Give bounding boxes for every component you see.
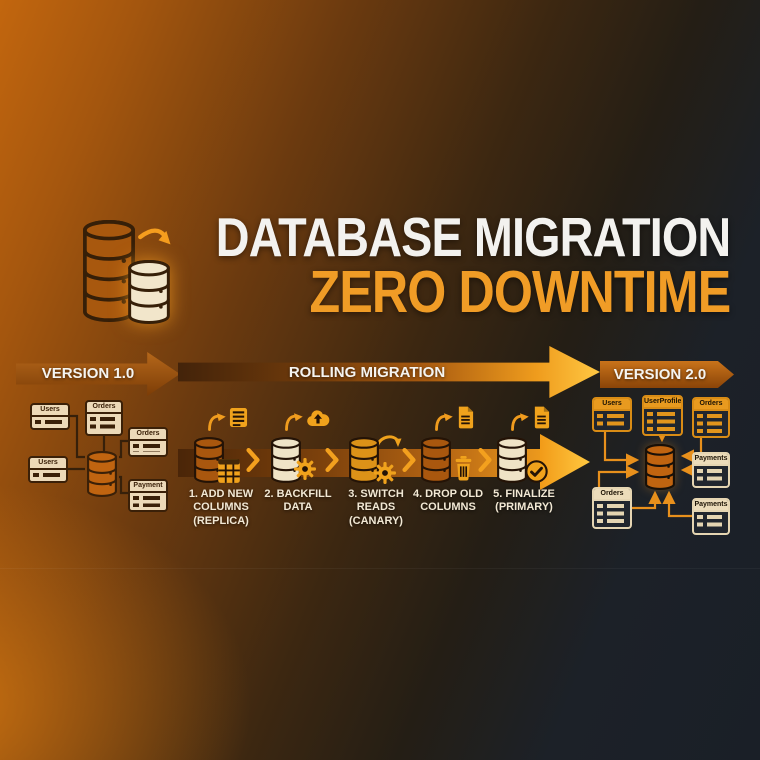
banner-rolling-migration-label: ROLLING MIGRATION (288, 364, 446, 381)
step-label-line: 3. SWITCH (348, 488, 404, 500)
step-label-line: COLUMNS (420, 501, 476, 514)
banner-rolling-migration: ROLLING MIGRATION (178, 346, 600, 398)
table-card-users-v2: Users (592, 397, 632, 432)
curved-arrow-icon (207, 412, 227, 432)
table-icon (229, 406, 248, 429)
table-rows-graphic (697, 513, 725, 531)
table-rows-graphic (133, 442, 163, 453)
table-rows-graphic (697, 467, 725, 484)
database-icon (420, 436, 452, 484)
banner-version-2: VERSION 2.0 (600, 361, 734, 388)
table-card-payment-v1: Payment (128, 479, 168, 512)
page-title: DATABASE MIGRATION ZERO DOWNTIME (125, 206, 731, 325)
step-2-label: 2. BACKFILL DATA (248, 488, 348, 515)
grid-table-icon (217, 458, 241, 484)
table-rows-graphic (90, 415, 118, 432)
step-label-line: (PRIMARY) (495, 501, 553, 514)
gear-icon (293, 456, 317, 482)
step-label-line: DATA (283, 501, 313, 514)
curved-arrow-icon (284, 412, 304, 432)
check-circle-icon (525, 460, 548, 483)
migration-step-1: 1. ADD NEW COLUMNS (REPLICA) (185, 400, 257, 540)
step-label-line: 5. FINALIZE (493, 488, 555, 500)
table-card-payments-v2: Payments (692, 452, 730, 488)
table-name: Orders (130, 429, 166, 441)
table-name: Users (594, 399, 630, 411)
v1-database-icon (85, 451, 119, 497)
step-4-label: 4. DROP OLD COLUMNS (398, 488, 498, 515)
step-label-line: (CANARY) (349, 514, 403, 527)
table-name: Payment (130, 481, 166, 493)
table-rows-graphic (647, 410, 678, 432)
step-label-line: (REPLICA) (193, 514, 249, 527)
table-card-payments2-v2: Payments (692, 498, 730, 535)
table-name: Users (30, 458, 66, 470)
table-card-userprofiles-v2: UserProfiles (642, 395, 683, 436)
table-card-orders-v1: Orders (85, 400, 123, 436)
document-icon (456, 406, 475, 429)
document-icon (532, 406, 551, 429)
step-1-label: 1. ADD NEW COLUMNS (REPLICA) (171, 488, 271, 528)
table-name: Payments (694, 454, 728, 466)
table-name: Orders (87, 402, 121, 414)
left-schema-connectors (68, 414, 128, 495)
title-line-1: DATABASE MIGRATION (215, 206, 730, 268)
table-card-orders2-v2: Orders (592, 487, 632, 529)
table-rows-graphic (597, 412, 627, 428)
table-name: Users (32, 405, 68, 417)
curved-arrow-icon (434, 412, 454, 432)
step-label-line: 2. BACKFILL (264, 488, 332, 500)
banner-version-2-label: VERSION 2.0 (613, 366, 707, 383)
table-card-orders-v2: Orders (692, 397, 730, 438)
table-rows-graphic (35, 418, 65, 426)
step-label-line: READS (356, 501, 396, 514)
table-rows-graphic (597, 502, 627, 525)
table-name: Payments (694, 500, 728, 512)
step-label-line: 4. DROP OLD (412, 488, 484, 500)
table-rows-graphic (33, 471, 63, 479)
table-card-orders2-v1: Orders (128, 427, 168, 457)
trash-icon (453, 456, 474, 481)
migration-step-2: 2. BACKFILL DATA (262, 400, 334, 540)
v2-database-icon (642, 444, 678, 490)
migration-step-4: 4. DROP OLD COLUMNS (412, 400, 484, 540)
curved-arrow-icon (510, 412, 530, 432)
gear-icon (373, 460, 397, 486)
migration-step-5: 5. FINALIZE (PRIMARY) (488, 400, 560, 540)
table-name: Orders (694, 399, 728, 411)
step-label-line: 1. ADD NEW (188, 488, 254, 500)
step-label-line: COLUMNS (193, 501, 249, 514)
database-icon (496, 436, 528, 484)
step-5-label: 5. FINALIZE (PRIMARY) (474, 488, 574, 515)
table-name: Orders (594, 489, 630, 501)
table-name: UserProfiles (644, 397, 681, 409)
title-line-2: ZERO DOWNTIME (309, 258, 731, 325)
image-edge-seam (0, 568, 760, 569)
table-rows-graphic (133, 494, 163, 508)
step-3-label: 3. SWITCH READS (CANARY) (326, 488, 426, 528)
table-card-users-v1: Users (30, 403, 70, 430)
cloud-upload-icon (306, 408, 330, 428)
migration-step-3: 3. SWITCH READS (CANARY) (340, 400, 412, 540)
banner-version-1-label: VERSION 1.0 (41, 365, 135, 382)
table-rows-graphic (697, 412, 725, 434)
banner-version-1: VERSION 1.0 (16, 352, 180, 396)
table-card-users2-v1: Users (28, 456, 68, 483)
